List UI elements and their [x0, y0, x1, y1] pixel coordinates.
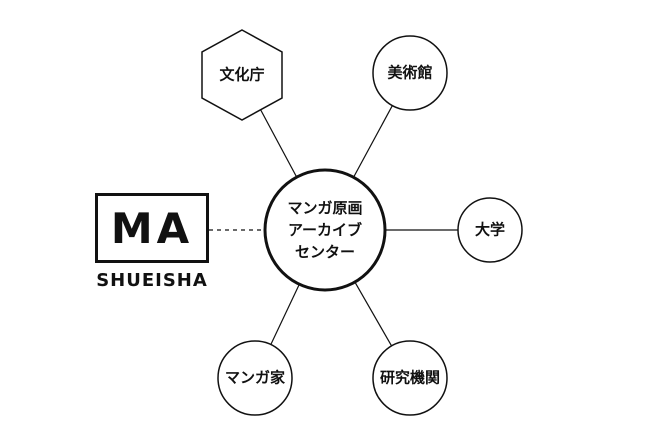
research-circle	[372, 340, 448, 416]
center-line-1: マンガ原画	[287, 199, 363, 217]
agency-hexagon	[201, 29, 283, 121]
artist-circle	[217, 340, 293, 416]
university-circle	[457, 197, 523, 263]
center-line-2: アーカイブ	[287, 221, 363, 239]
museum-circle	[372, 35, 448, 111]
shueisha-logo-text: SHUEISHA	[96, 270, 208, 291]
research-label: 研究機関	[379, 368, 441, 387]
center-circle	[263, 168, 387, 292]
shueisha-ma-logo: MA	[95, 193, 209, 263]
center-label: マンガ原画 アーカイブ センター	[287, 197, 362, 263]
museum-label: 美術館	[387, 63, 433, 82]
agency-label: 文化庁	[219, 65, 265, 84]
university-label: 大学	[474, 220, 506, 239]
artist-label: マンガ家	[224, 368, 286, 387]
center-line-3: センター	[294, 243, 356, 261]
